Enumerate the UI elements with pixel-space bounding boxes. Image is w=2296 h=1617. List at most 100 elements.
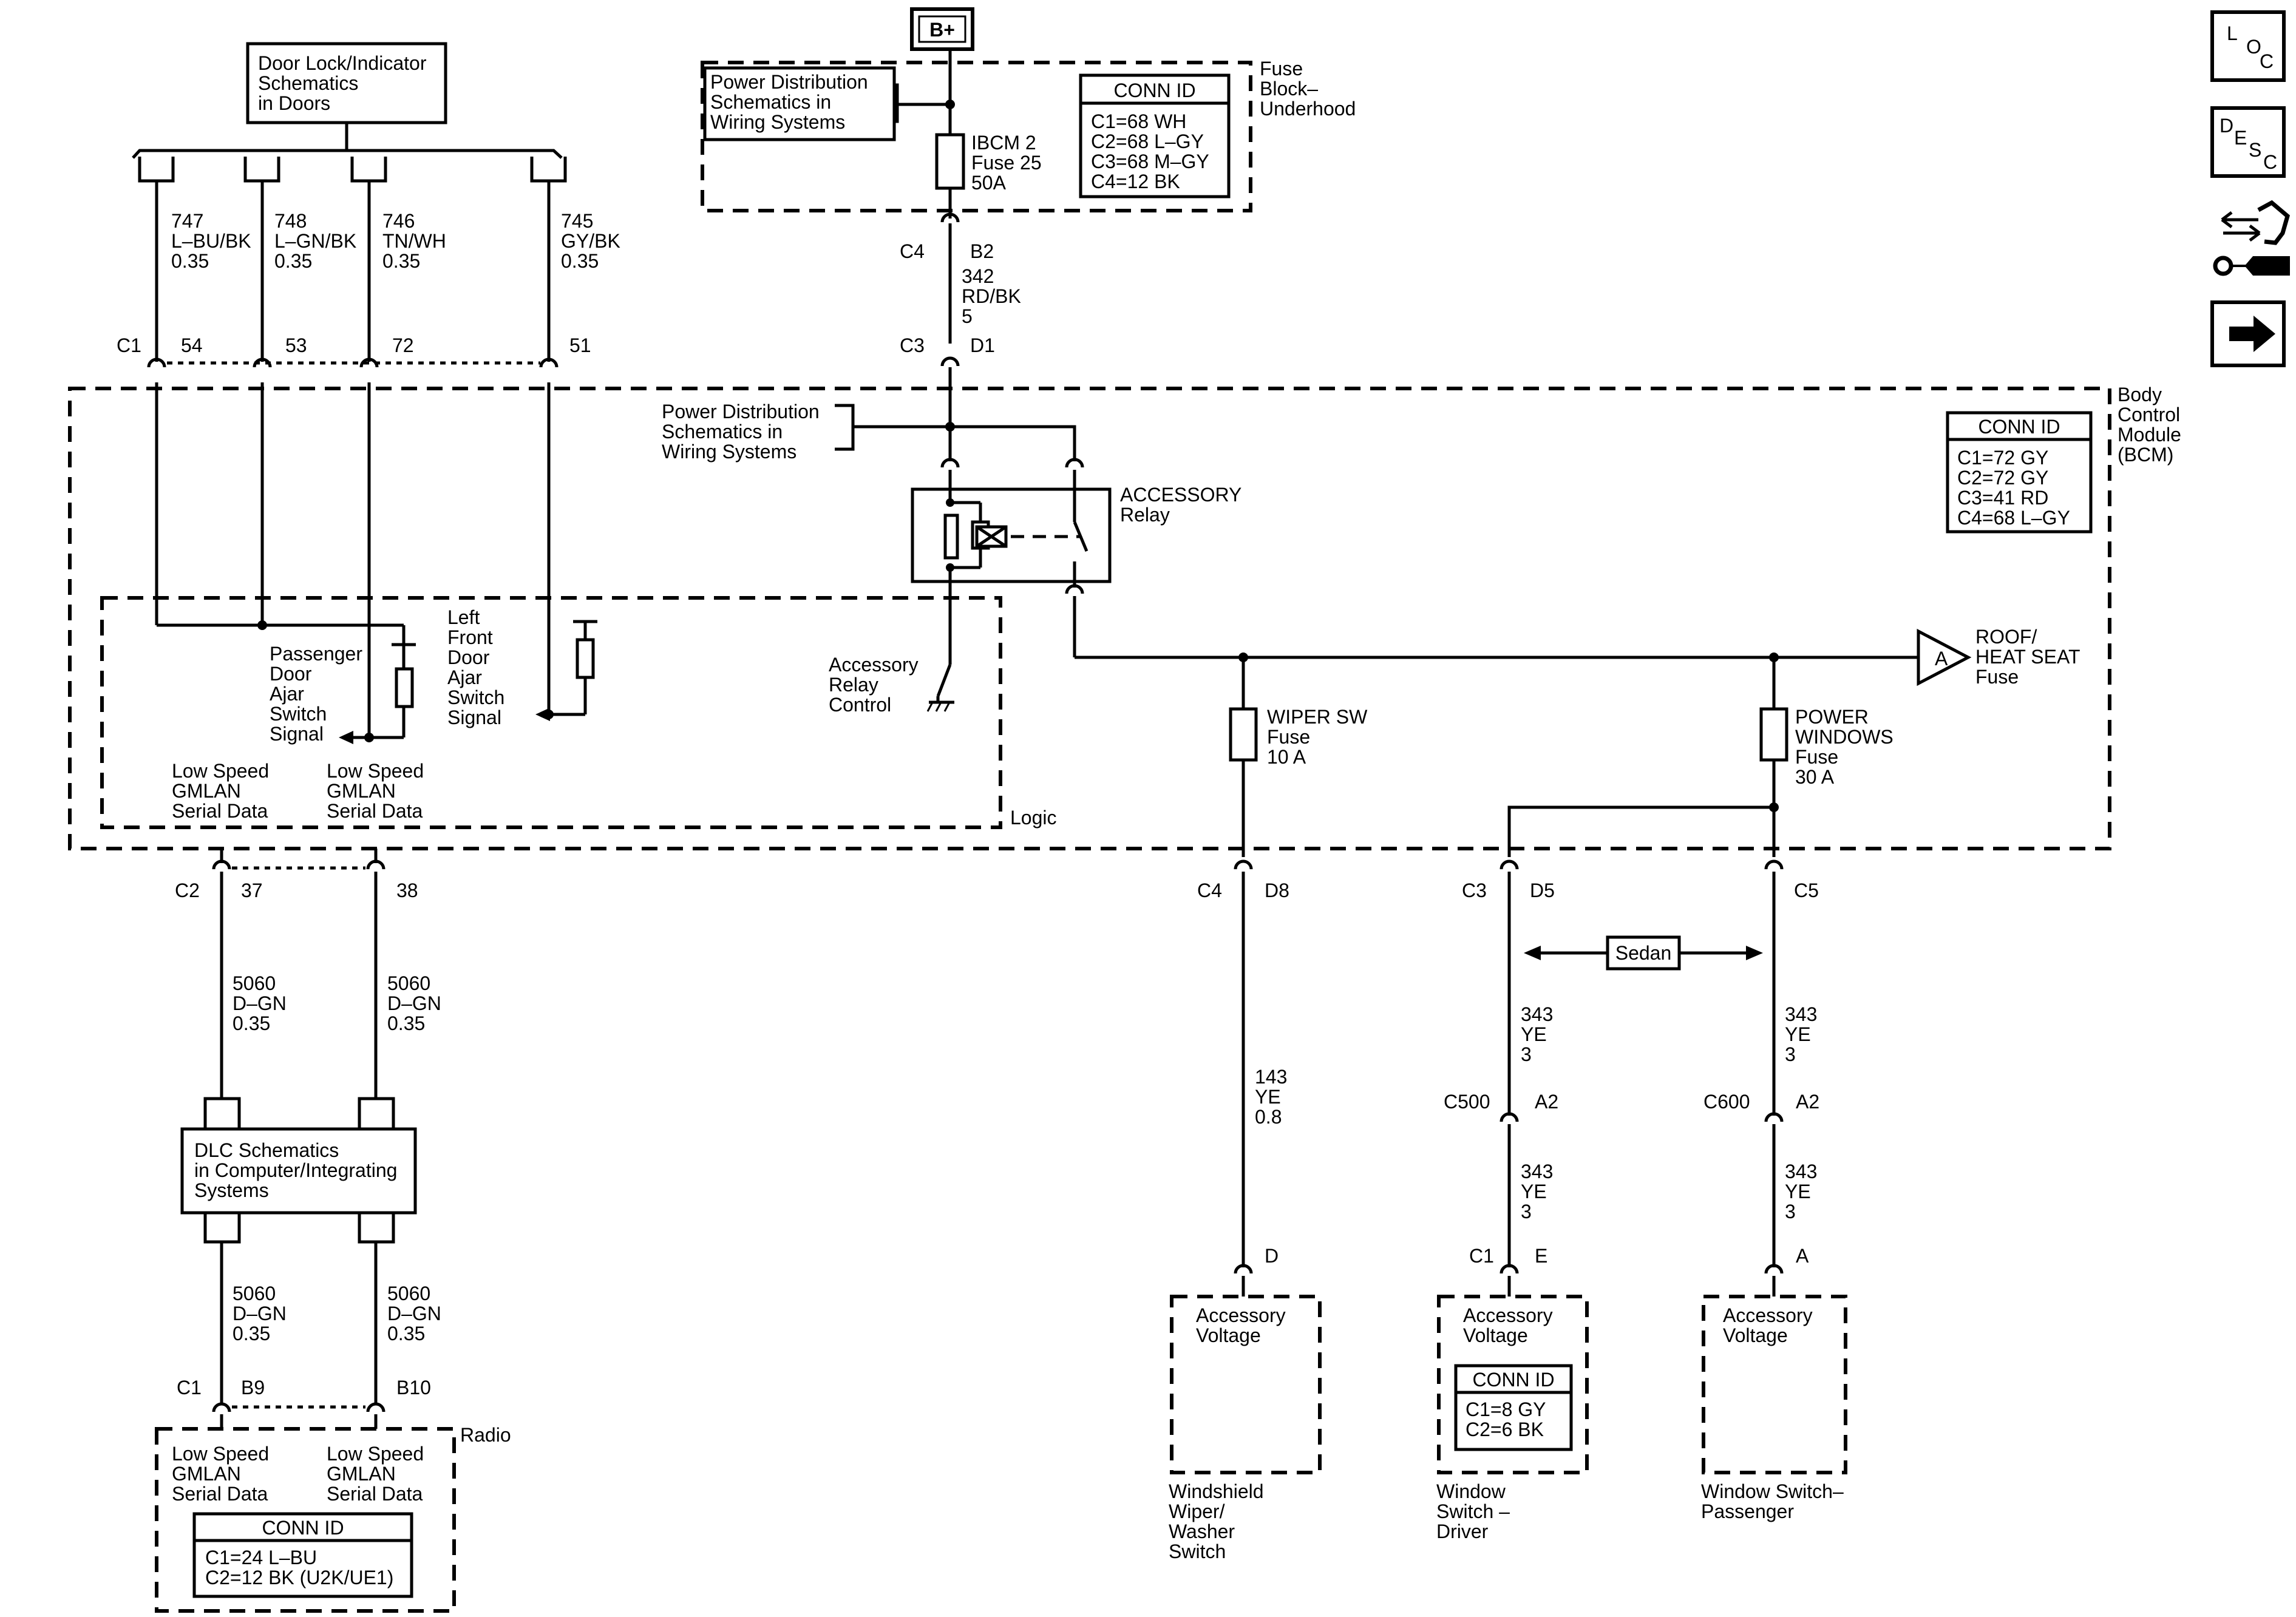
lf-signal-1: Left bbox=[447, 606, 480, 628]
sedan-option: Sedan bbox=[1524, 935, 1763, 971]
passenger-name-1: Window Switch– bbox=[1701, 1480, 1844, 1502]
wire-746-color: TN/WH bbox=[382, 230, 446, 252]
battery-source: B+ bbox=[910, 7, 974, 51]
lf-signal-6: Signal bbox=[447, 707, 501, 728]
wiper-fuse-1: WIPER SW bbox=[1267, 706, 1368, 728]
ibcm-fuse-3: 50A bbox=[971, 172, 1007, 194]
fuse-block-conn-3: C3=68 M–GY bbox=[1091, 151, 1209, 172]
driver-window-circuit: C3 D5 343 YE 3 C500 A2 343 YE 3 C1 E Acc… bbox=[1436, 859, 1589, 1542]
wiper-name-4: Switch bbox=[1169, 1541, 1226, 1562]
sedan-right-arrow-icon bbox=[1746, 946, 1763, 960]
wiper-inner-1: Accessory bbox=[1196, 1304, 1286, 1326]
sedan-left-arrow-icon bbox=[1524, 946, 1541, 960]
radio-conn-c1: C1 bbox=[177, 1377, 202, 1398]
pin-d1-label: D1 bbox=[970, 334, 995, 356]
pw-fuse-3: Fuse bbox=[1795, 746, 1838, 768]
c600-label: C600 bbox=[1703, 1091, 1750, 1113]
radio-gmlan-2a: Low Speed bbox=[327, 1443, 424, 1465]
arrow-right-icon bbox=[2229, 316, 2275, 352]
driver-pin-d5: D5 bbox=[1530, 880, 1555, 901]
desc-icon[interactable] bbox=[2210, 106, 2286, 178]
wire-342-gauge: 5 bbox=[962, 305, 973, 327]
gmlan-upper-2-gauge: 0.35 bbox=[387, 1012, 425, 1034]
wiper-fuse-3: 10 A bbox=[1267, 746, 1306, 768]
pw-driver-2-num: 343 bbox=[1521, 1161, 1553, 1182]
wiper-pin-d: D bbox=[1265, 1245, 1279, 1267]
wire-143-num: 143 bbox=[1255, 1066, 1287, 1088]
nav-loc-button[interactable]: L O C bbox=[2210, 10, 2286, 82]
conn-c1-label: C1 bbox=[117, 334, 141, 356]
wire-746-gauge: 0.35 bbox=[382, 250, 420, 272]
wiper-inner-2: Voltage bbox=[1196, 1324, 1261, 1346]
loc-icon[interactable] bbox=[2210, 10, 2286, 82]
dlc-ref-2: in Computer/Integrating bbox=[194, 1159, 397, 1181]
gmlan-lower-2-color: D–GN bbox=[387, 1303, 441, 1324]
pw-driver-1-color: YE bbox=[1521, 1023, 1547, 1045]
offpage-label-1: ROOF/ bbox=[1975, 626, 2037, 648]
wiper-conn-c4: C4 bbox=[1197, 880, 1222, 901]
relay-control-2: Relay bbox=[829, 674, 878, 696]
gmlan-upper-1-gauge: 0.35 bbox=[233, 1012, 270, 1034]
ibcm-fuse-2: Fuse 25 bbox=[971, 152, 1042, 174]
pin-72-label: 72 bbox=[392, 334, 414, 356]
offpage-label-3: Fuse bbox=[1975, 666, 2019, 688]
wire-143-gauge: 0.8 bbox=[1255, 1106, 1282, 1128]
pd-ref-top-2: Schematics in bbox=[710, 91, 831, 113]
desc-letter-d: D bbox=[2220, 115, 2233, 137]
pd-ref-bcm-3: Wiring Systems bbox=[662, 441, 796, 463]
wire-746-num: 746 bbox=[382, 210, 415, 232]
gmlan-lower-1-num: 5060 bbox=[233, 1283, 276, 1304]
wire-747-gauge: 0.35 bbox=[171, 250, 209, 272]
bcm-name-4: (BCM) bbox=[2118, 444, 2173, 466]
wire-342-num: 342 bbox=[962, 265, 994, 287]
nav-desc-button[interactable]: D E S C bbox=[2210, 106, 2286, 178]
sedan-label: Sedan bbox=[1615, 942, 1672, 964]
offpage-letter: A bbox=[1935, 648, 1948, 670]
pw-fuse-1: POWER bbox=[1795, 706, 1869, 728]
wire-747-num: 747 bbox=[171, 210, 203, 232]
connector-tool-icon[interactable] bbox=[2213, 200, 2290, 276]
driver-inner-2: Voltage bbox=[1463, 1324, 1528, 1346]
passenger-pin-a: A bbox=[1796, 1245, 1809, 1267]
radio-gmlan-2b: GMLAN bbox=[327, 1463, 396, 1485]
radio-pin-b9: B9 bbox=[241, 1377, 265, 1398]
roof-heat-seat-offpage-icon bbox=[1917, 628, 1972, 686]
desc-letter-e: E bbox=[2234, 127, 2247, 149]
bcm-conn-1: C1=72 GY bbox=[1957, 447, 2048, 469]
driver-conn-2: C2=6 BK bbox=[1466, 1419, 1544, 1440]
driver-conn-c3: C3 bbox=[1462, 880, 1487, 901]
wire-745-gauge: 0.35 bbox=[561, 250, 599, 272]
passenger-signal-5: Signal bbox=[270, 723, 324, 745]
door-lock-reference: Door Lock/Indicator Schematics in Doors bbox=[132, 42, 567, 183]
gmlan-upper-2-num: 5060 bbox=[387, 972, 430, 994]
driver-name-3: Driver bbox=[1436, 1520, 1489, 1542]
loc-letter-l: L bbox=[2227, 22, 2238, 44]
wire-143-color: YE bbox=[1255, 1086, 1281, 1108]
conn-c2-label: C2 bbox=[175, 880, 200, 901]
offpage-label-2: HEAT SEAT bbox=[1975, 646, 2080, 668]
lf-signal-arrow-icon bbox=[535, 708, 550, 721]
pw-pass-2-num: 343 bbox=[1785, 1161, 1817, 1182]
wire-342-color: RD/BK bbox=[962, 285, 1021, 307]
fuse-block-conn-2: C2=68 L–GY bbox=[1091, 131, 1204, 152]
gmlan-bcm-dlc: C2 37 38 5060 D–GN 0.35 5060 D–GN 0.35 D… bbox=[175, 849, 441, 1429]
lf-signal-5: Switch bbox=[447, 686, 504, 708]
battery-label: B+ bbox=[929, 19, 955, 41]
passenger-signal-1: Passenger bbox=[270, 643, 362, 665]
fuse-block-underhood: Fuse Block– Underhood Power Distribution… bbox=[701, 49, 1356, 219]
pin-53-label: 53 bbox=[285, 334, 307, 356]
wire-748-color: L–GN/BK bbox=[274, 230, 356, 252]
pw-pass-1-gauge: 3 bbox=[1785, 1043, 1796, 1065]
passenger-inner-1: Accessory bbox=[1723, 1304, 1813, 1326]
relay-label-1: ACCESSORY bbox=[1120, 484, 1241, 506]
wire-747-color: L–BU/BK bbox=[171, 230, 251, 252]
gmlan-upper-2-color: D–GN bbox=[387, 992, 441, 1014]
body-control-module: Body Control Module (BCM) CONN ID C1=72 … bbox=[68, 382, 2181, 857]
wire-748-gauge: 0.35 bbox=[274, 250, 312, 272]
pw-pass-1-color: YE bbox=[1785, 1023, 1811, 1045]
next-arrow-button[interactable] bbox=[2210, 300, 2286, 367]
radio-gmlan-2c: Serial Data bbox=[327, 1483, 423, 1505]
door-wires: 747 L–BU/BK 0.35 748 L–GN/BK 0.35 746 TN… bbox=[117, 181, 620, 368]
driver-conn-c1: C1 bbox=[1469, 1245, 1494, 1267]
